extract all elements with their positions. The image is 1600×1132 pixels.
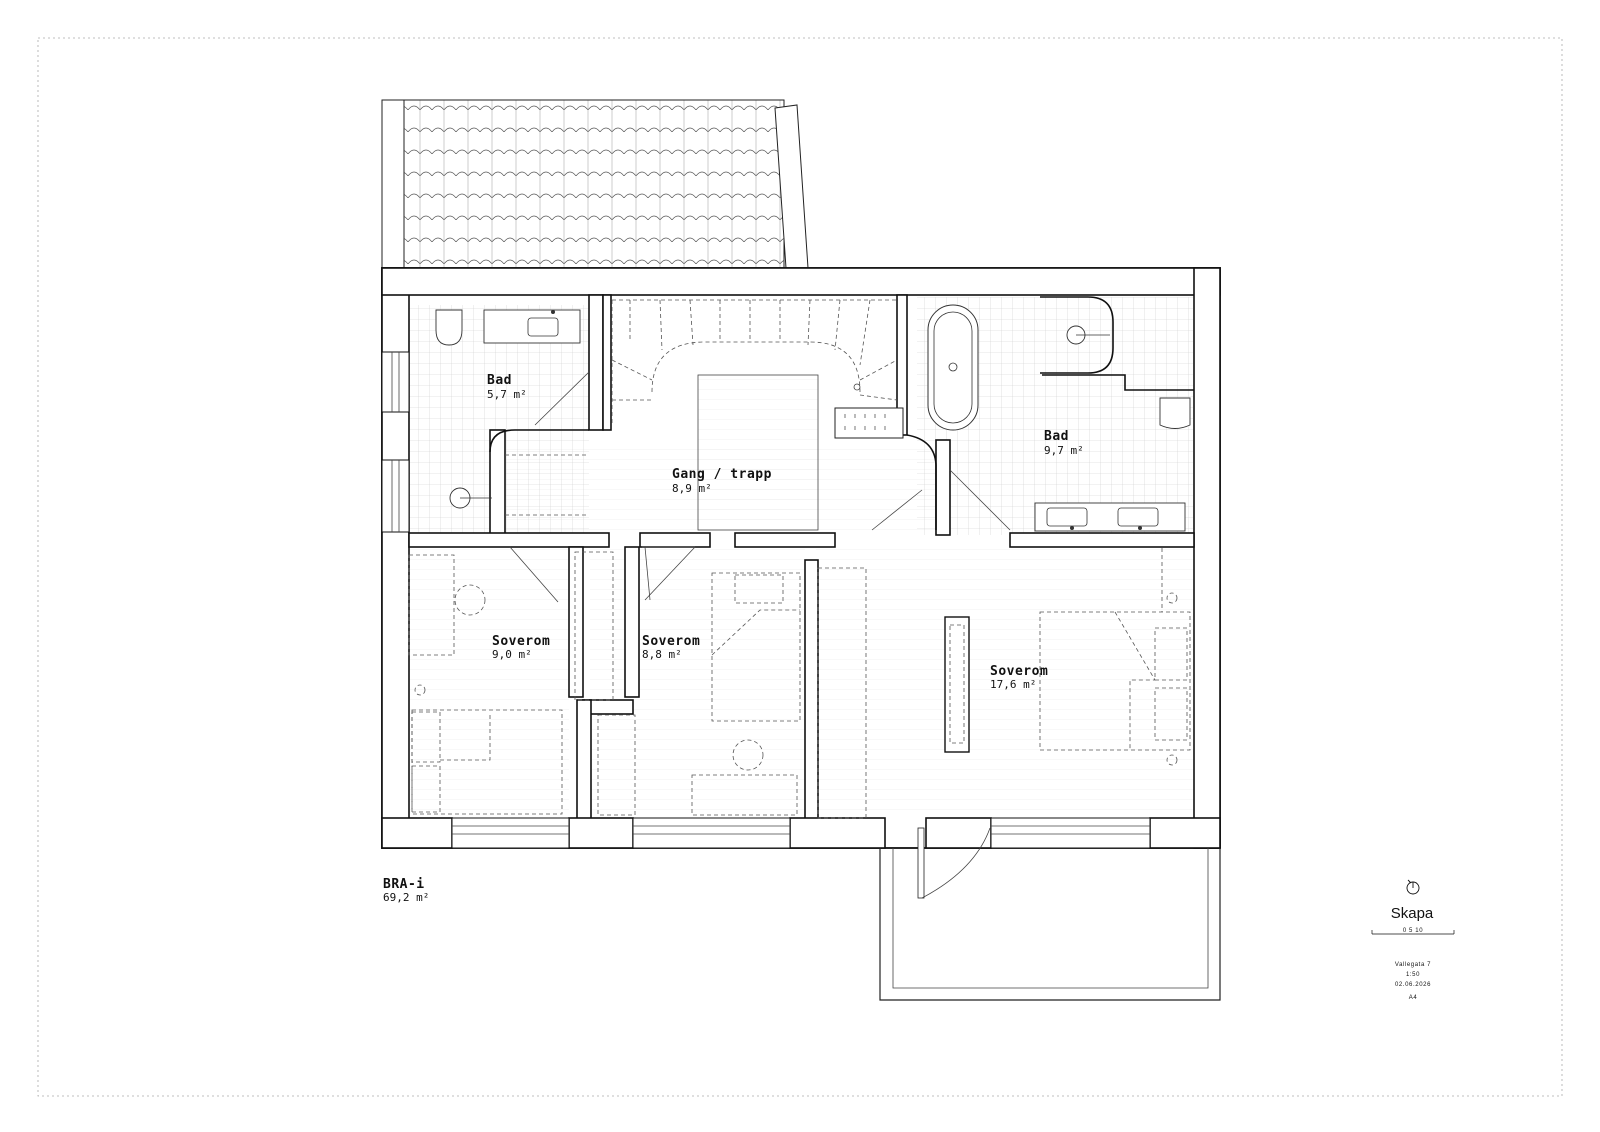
bedroom2-furniture bbox=[597, 572, 801, 816]
svg-text:Soverom: Soverom bbox=[492, 634, 550, 649]
right-bath-fixtures bbox=[927, 304, 1191, 532]
staircase bbox=[611, 299, 904, 531]
svg-text:Bad: Bad bbox=[1044, 429, 1069, 444]
svg-text:Bad: Bad bbox=[487, 373, 512, 388]
svg-text:69,2 m²: 69,2 m² bbox=[383, 891, 429, 904]
bedroom3-furniture bbox=[817, 548, 1191, 819]
roof-tiles bbox=[381, 99, 809, 269]
room-label-bad-1: Bad 5,7 m² bbox=[487, 373, 527, 401]
title-block: Skapa 0 5 10 Vallegata 7 1:50 02.06.2026… bbox=[1371, 879, 1455, 1001]
svg-text:8,9 m²: 8,9 m² bbox=[672, 482, 712, 495]
svg-text:17,6 m²: 17,6 m² bbox=[990, 678, 1036, 691]
date-text: 02.06.2026 bbox=[1395, 982, 1431, 988]
bedroom1-furniture bbox=[408, 551, 614, 815]
doors bbox=[509, 489, 923, 603]
room-label-soverom-2: Soverom 8,8 m² bbox=[642, 634, 700, 661]
sheet-size: A4 bbox=[1409, 995, 1418, 1001]
scale-bar: 0 5 10 bbox=[1371, 928, 1455, 935]
svg-text:BRA-i: BRA-i bbox=[383, 877, 425, 892]
svg-text:8,8 m²: 8,8 m² bbox=[642, 648, 682, 661]
windows bbox=[381, 351, 1151, 849]
interior-walls bbox=[381, 267, 1221, 849]
left-bath-fixtures bbox=[435, 309, 590, 516]
svg-text:9,7 m²: 9,7 m² bbox=[1044, 444, 1084, 457]
room-label-soverom-1: Soverom 9,0 m² bbox=[492, 634, 550, 661]
brand-name: Skapa bbox=[1391, 905, 1434, 922]
north-arrow-icon bbox=[1406, 879, 1420, 895]
sheet-border bbox=[37, 37, 1563, 1097]
room-label-gang-trapp: Gang / trapp 8,9 m² bbox=[672, 467, 772, 495]
room-label-soverom-3: Soverom 17,6 m² bbox=[990, 664, 1048, 691]
room-label-bad-2: Bad 9,7 m² bbox=[1044, 429, 1084, 457]
svg-text:Gang / trapp: Gang / trapp bbox=[672, 467, 772, 482]
scale-text: 1:50 bbox=[1406, 972, 1420, 978]
svg-text:9,0 m²: 9,0 m² bbox=[492, 648, 532, 661]
address: Vallegata 7 bbox=[1395, 962, 1431, 968]
svg-text:Soverom: Soverom bbox=[642, 634, 700, 649]
svg-text:5,7 m²: 5,7 m² bbox=[487, 388, 527, 401]
total-area-label: BRA-i 69,2 m² bbox=[383, 877, 429, 904]
scale-bar-label: 0 5 10 bbox=[1403, 928, 1423, 934]
svg-text:Soverom: Soverom bbox=[990, 664, 1048, 679]
floor-finish bbox=[409, 440, 1194, 818]
balcony bbox=[879, 827, 1221, 1001]
